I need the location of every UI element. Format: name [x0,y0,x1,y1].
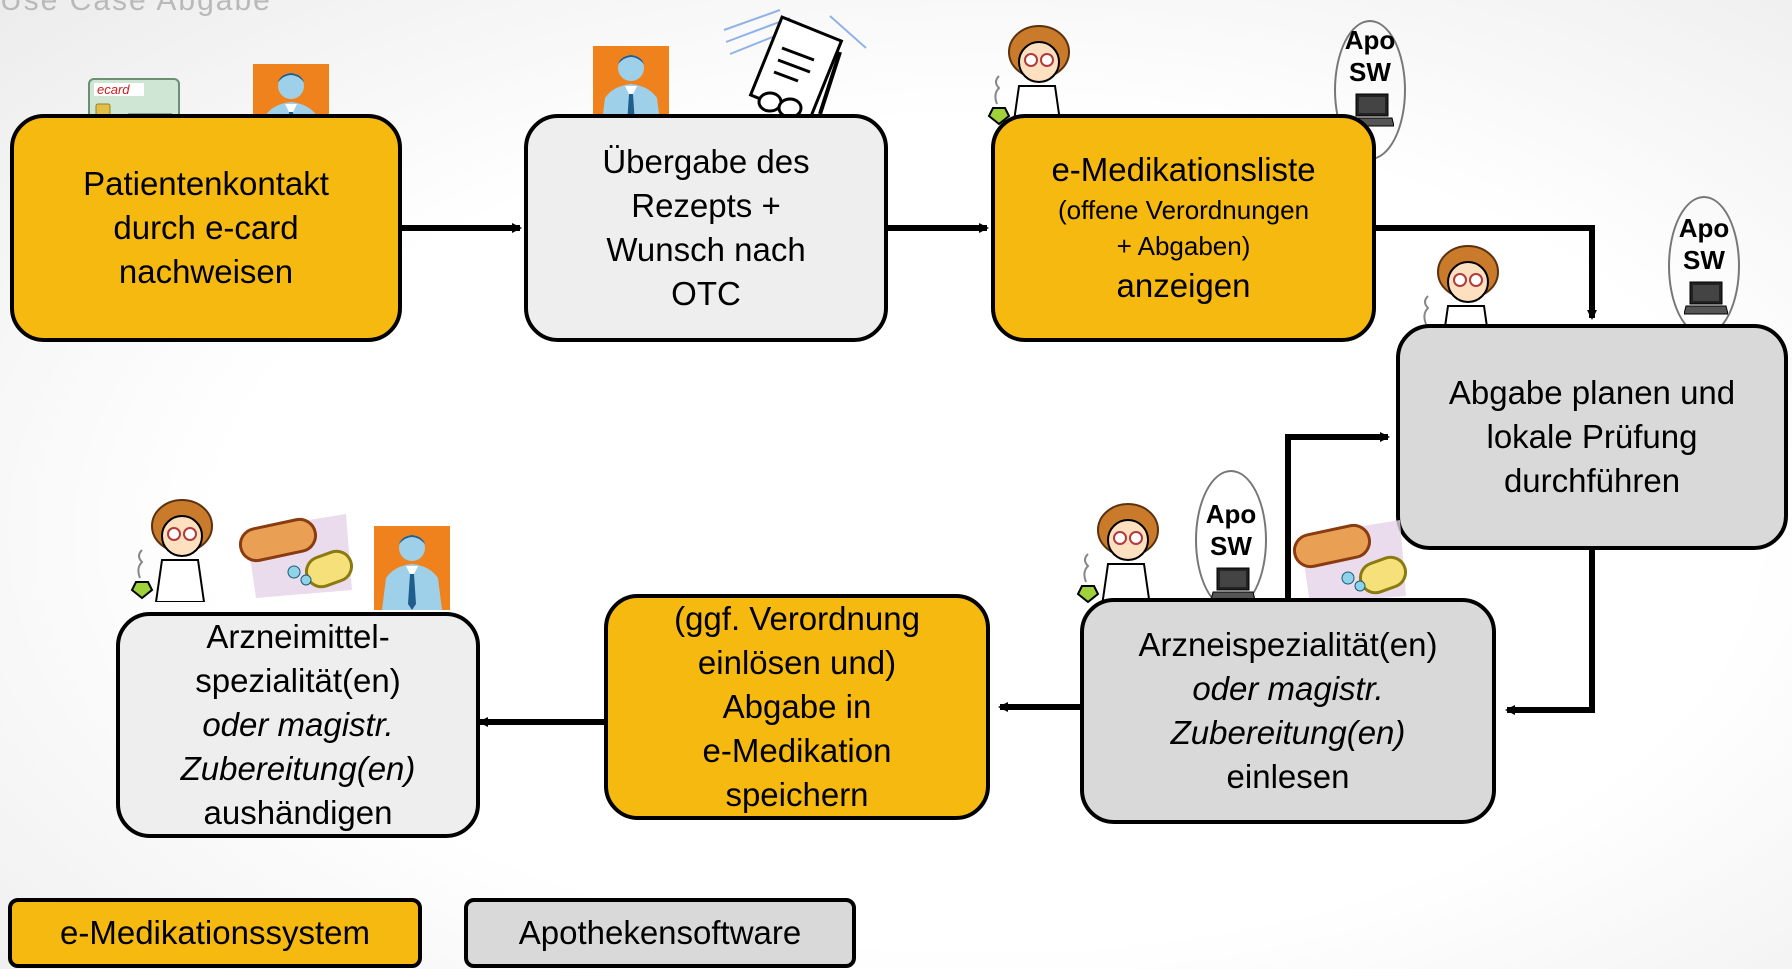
step-5-einlesen-box: Arzneispezialität(en) oder magistr. Zube… [1080,598,1496,824]
step-6-line-5: speichern [725,776,869,813]
step-3-line-1: e-Medikationsliste [1051,151,1316,188]
arrow-4-to-5 [1505,550,1595,715]
step-1-line-1: Patientenkontakt [83,165,329,202]
pharmacist-icon [128,490,230,603]
apo-sw-label-apo: Apo [1205,499,1257,529]
step-6-line-1: (ggf. Verordnung [674,600,920,637]
step-4-line-3: durchführen [1503,462,1681,499]
step-5-line-1: Arzneispezialität(en) [1138,626,1438,663]
step-1-line-2: durch e-card [113,209,299,246]
step-5-line-3-italic: Zubereitung(en) [1170,714,1406,751]
ecard-label: ecard [97,82,130,97]
businessman-icon [374,526,450,610]
apo-sw-label-apo: Apo [1344,25,1396,55]
prescription-document-icon [720,8,870,126]
step-2-uebergabe-rezept-box: Übergabe des Rezepts + Wunsch nach OTC [524,114,888,342]
legend-apothekensoftware-label: Apothekensoftware [518,914,802,951]
step-6-line-4: e-Medikation [702,732,892,769]
apo-sw-label-sw: SW [1349,57,1391,87]
slide-title-fragment: Use Case Abgabe [0,0,272,17]
step-4-line-1: Abgabe planen und [1448,374,1736,411]
step-6-speichern-box: (ggf. Verordnung einlösen und) Abgabe in… [604,594,990,820]
step-3-line-3: + Abgaben) [1116,231,1251,261]
pharmacist-icon [1074,494,1176,607]
step-6-line-3: Abgabe in [722,688,872,725]
step-7-line-3: oder magistr. [202,703,393,747]
apo-sw-marker: Apo SW [1668,196,1740,336]
step-3-e-medikationsliste-box: e-Medikationsliste (offene Verordnungen … [991,114,1376,342]
pills-icon [1290,516,1410,606]
apo-sw-marker: Apo SW [1195,470,1267,610]
legend-apothekensoftware: Apothekensoftware [464,898,856,968]
step-5-line-2: oder magistr. [1192,667,1383,711]
step-2-line-2: Rezepts + [631,187,781,224]
step-5-line-3: Zubereitung(en) [1171,711,1406,755]
step-7-line-5: aushändigen [203,794,393,831]
legend-e-medikationssystem: e-Medikationssystem [8,898,422,968]
step-6-line-2: einlösen und) [697,644,897,681]
step-7-line-2: spezialität(en) [195,662,401,699]
step-4-line-2: lokale Prüfung [1486,418,1698,455]
arrow-5-to-4 [1285,432,1390,610]
step-7-line-1: Arzneimittel- [206,618,390,655]
legend-e-medikationssystem-label: e-Medikationssystem [60,914,370,951]
step-4-abgabe-planen-box: Abgabe planen und lokale Prüfung durchfü… [1396,324,1788,550]
step-1-line-3: nachweisen [118,253,294,290]
step-7-line-4-italic: Zubereitung(en) [180,750,416,787]
step-7-aushaendigen-box: Arzneimittel- spezialität(en) oder magis… [116,612,480,838]
step-2-line-3: Wunsch nach [606,231,806,268]
apo-sw-label-apo: Apo [1678,213,1730,243]
step-5-line-4: einlesen [1226,758,1350,795]
step-7-line-3-italic: oder magistr. [202,706,394,743]
arrow-3-to-4 [1376,225,1597,320]
step-7-line-4: Zubereitung(en) [181,747,416,791]
pharmacist-icon [985,16,1087,129]
laptop-icon [1684,281,1728,315]
step-5-line-2-italic: oder magistr. [1192,670,1384,707]
apo-sw-label-sw: SW [1683,245,1725,275]
step-1-patientenkontakt-box: Patientenkontakt durch e-card nachweisen [10,114,402,342]
step-3-line-4: anzeigen [1116,267,1251,304]
apo-sw-label-sw: SW [1210,531,1252,561]
pills-icon [236,510,356,600]
laptop-icon [1211,567,1255,601]
step-2-line-1: Übergabe des [602,143,810,180]
step-3-line-2: (offene Verordnungen [1057,195,1310,225]
step-2-line-4: OTC [671,275,741,312]
